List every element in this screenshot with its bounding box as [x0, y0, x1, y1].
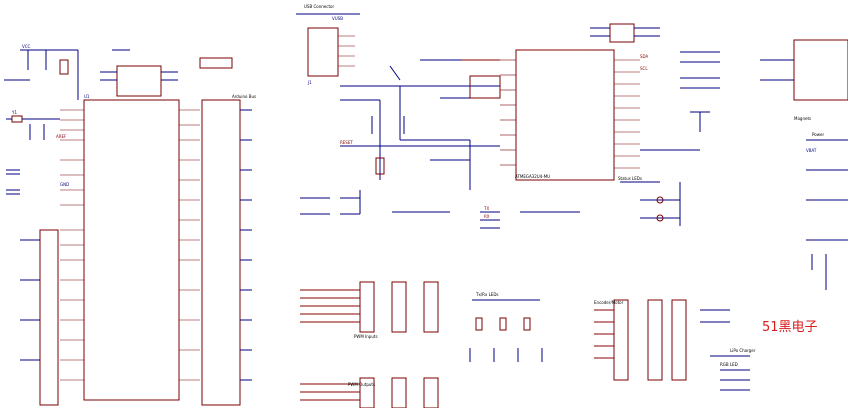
- net-label-reset: RESET: [340, 140, 353, 145]
- usb-to-mcu-wiring: [340, 59, 501, 190]
- led-indicators-top: [100, 49, 233, 97]
- pwm-inputs-headers: [300, 281, 439, 333]
- watermark-text: 51黑电子: [762, 320, 818, 335]
- decoupling-caps-left: [6, 169, 20, 195]
- component-ref-crystal: Y1: [11, 110, 17, 115]
- atmega-symbol: [500, 49, 640, 181]
- component-ref-mcu: U1: [84, 94, 90, 99]
- block-title-pwm-outputs: PWM Outputs: [348, 382, 375, 387]
- mcu-top-right-connector: [520, 23, 660, 51]
- block-title-pwm-inputs: PWM Inputs: [354, 334, 378, 339]
- rail-gnd-label: GND: [60, 182, 69, 187]
- crystal: [6, 115, 60, 140]
- rail-vcc-label: VCC: [22, 44, 31, 49]
- mcu-symbol: [60, 99, 200, 401]
- block-title-lipo-charger: LiPo Charger: [730, 348, 756, 353]
- arduino-bus-header: [201, 99, 252, 406]
- encoder-motor-headers: [594, 299, 730, 381]
- component-ref-usb: J1: [307, 80, 312, 85]
- rail-vusb-label: VUSB: [332, 16, 343, 21]
- net-label-tx: TX: [483, 206, 489, 211]
- net-label-sda: SDA: [640, 54, 649, 59]
- reset-switch: [300, 190, 450, 215]
- block-title-power: Power: [812, 132, 824, 137]
- block-title-atmega: ATMEGA32U4-MU: [515, 174, 550, 179]
- status-leds: [620, 51, 720, 226]
- block-title-encoder-motor: Encoder/Motor: [594, 300, 624, 305]
- magnets-block: [760, 39, 848, 101]
- block-title-status-leds: Status LEDs: [618, 176, 642, 181]
- block-title-tx-rx-leds: Tx/Rx LEDs: [475, 292, 499, 297]
- net-label-aref: AREF: [56, 134, 67, 139]
- block-title-magnets: Magnets: [794, 116, 811, 121]
- net-label-scl: SCL: [640, 66, 648, 71]
- usb-connector-symbol: [296, 13, 360, 77]
- tx-rx-led-block: [469, 299, 543, 362]
- block-title-usb: USB Connector: [304, 4, 334, 9]
- power-block: [806, 139, 848, 290]
- net-label-rx: RX: [484, 214, 490, 219]
- rgb-led-block: [710, 355, 750, 391]
- rail-vbat-label: VBAT: [806, 148, 817, 153]
- left-edge-header: [20, 229, 59, 406]
- block-title-rgb-led: RGB LED: [720, 362, 738, 367]
- block-title-arduino-bus: Arduino Bus: [232, 94, 256, 99]
- pwm-outputs-headers: [300, 377, 439, 408]
- reset-circuit: [4, 49, 79, 100]
- net-labels-center: [480, 211, 580, 229]
